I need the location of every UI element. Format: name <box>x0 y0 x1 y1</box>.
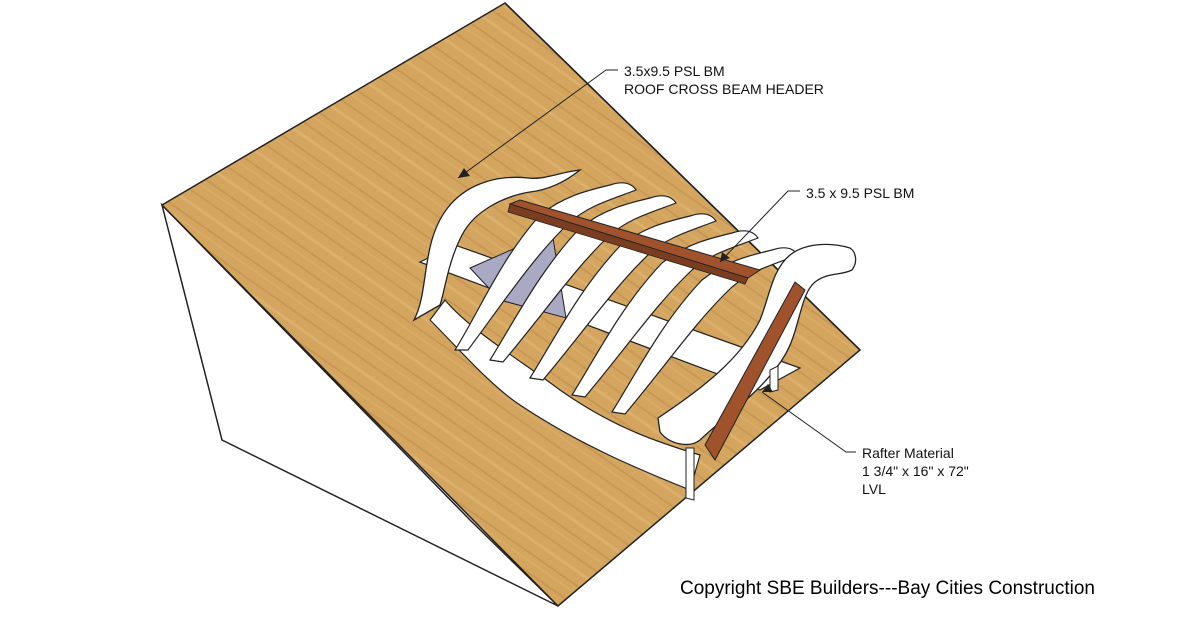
support-post <box>769 365 779 393</box>
rafter-rib <box>489 195 677 363</box>
callout-rafter-line2: 1 3/4" x 16" x 72" <box>862 463 969 479</box>
support-post <box>685 447 695 501</box>
leader-beam <box>719 190 800 263</box>
cross-beam-face <box>507 203 749 285</box>
leader-rafter <box>761 391 856 453</box>
arrowhead <box>458 168 470 178</box>
leader-header <box>457 69 618 179</box>
rafter-rib <box>571 230 759 398</box>
callout-rafter-line3: LVL <box>862 481 886 497</box>
callout-header-label: 3.5x9.5 PSL BM ROOF CROSS BEAM HEADER <box>624 62 824 98</box>
callout-rafter-label: Rafter Material 1 3/4" x 16" x 72" LVL <box>862 444 969 498</box>
arrowhead <box>762 384 773 392</box>
callout-rafter-line1: Rafter Material <box>862 445 954 461</box>
callout-header-line2: ROOF CROSS BEAM HEADER <box>624 81 824 97</box>
arrowhead <box>720 252 730 262</box>
arrowheads <box>458 168 773 392</box>
leader-lines <box>457 69 856 453</box>
rafter-rib <box>611 247 799 415</box>
callout-beam-label: 3.5 x 9.5 PSL BM <box>806 184 914 202</box>
front-rafter-plate <box>704 281 806 461</box>
callout-header-line1: 3.5x9.5 PSL BM <box>624 63 725 79</box>
rafter-rib <box>529 213 717 381</box>
copyright-notice: Copyright SBE Builders---Bay Cities Cons… <box>680 578 1095 599</box>
callout-beam-line1: 3.5 x 9.5 PSL BM <box>806 185 915 201</box>
end-wall-panel <box>412 169 583 322</box>
